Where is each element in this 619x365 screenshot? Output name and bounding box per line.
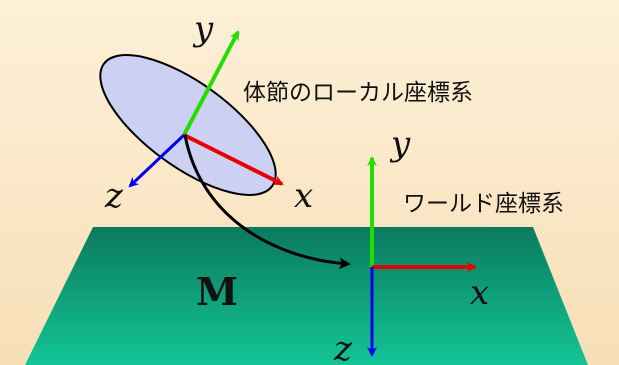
local-z-label: z <box>104 176 124 216</box>
world-y-label: y <box>389 124 411 164</box>
world-x-label: x <box>470 273 489 313</box>
local-y-label: y <box>192 9 214 49</box>
plane-m <box>25 227 588 365</box>
local-x-label: x <box>294 176 313 216</box>
transform-arrow <box>183 134 351 270</box>
local-z-axis <box>128 133 186 188</box>
local-frame-label: 体節のローカル座標系 <box>243 80 473 106</box>
plane-label: M <box>196 269 238 314</box>
local-x-axis <box>183 133 284 186</box>
world-frame-label: ワールド座標系 <box>403 191 564 217</box>
local-y-axis <box>182 30 240 136</box>
world-z-label: z <box>333 329 353 365</box>
